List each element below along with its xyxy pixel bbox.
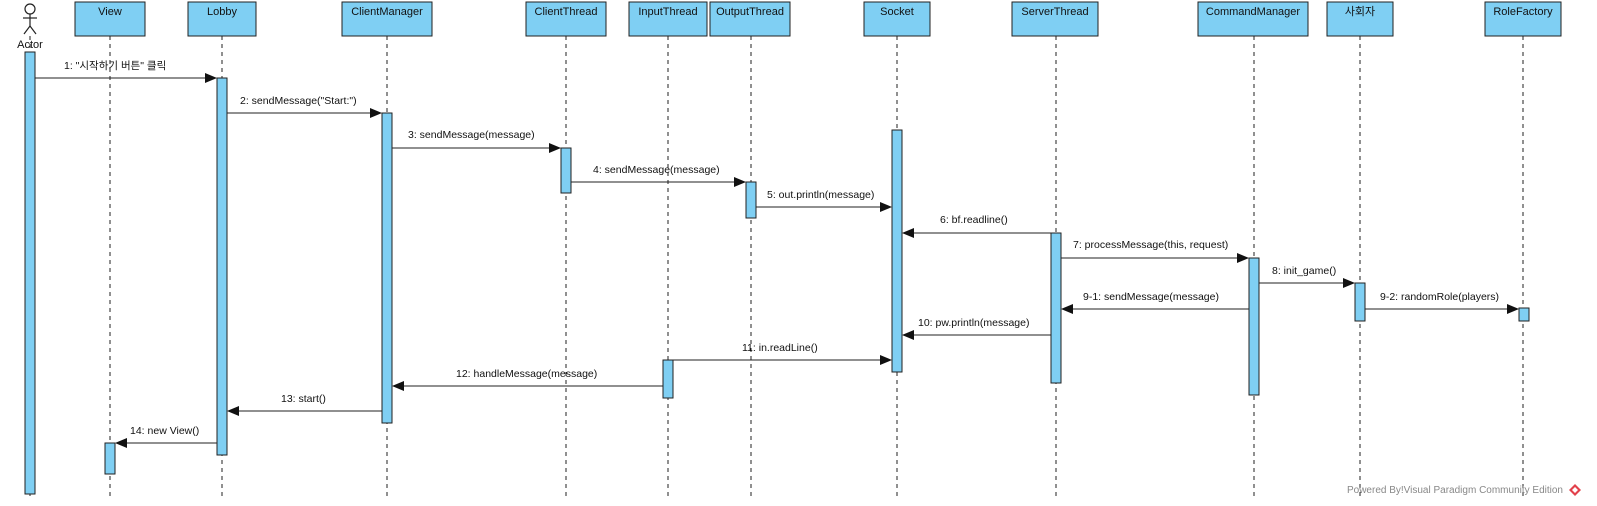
message-5: 5: out.println(message) [756, 189, 892, 212]
activation-rolefactory [1518, 307, 1530, 322]
message-4: 4: sendMessage(message) [571, 164, 746, 187]
activation-host [1354, 282, 1366, 322]
participant-label-clientthread: ClientThread [535, 6, 598, 18]
participant-label-rolefactory: RoleFactory [1493, 6, 1553, 18]
participant-view: View [74, 1, 146, 500]
message-2: 2: sendMessage("Start:") [227, 95, 382, 118]
participant-box-lobby [187, 1, 257, 37]
activation-clientthread [560, 147, 572, 194]
message-9-1: 9-1: sendMessage(message) [1061, 291, 1249, 314]
participant-label-host: 사회자 [1345, 5, 1375, 18]
participant-box-host [1326, 1, 1394, 37]
message-label: 8: init_game() [1272, 265, 1336, 277]
message-1: 1: "시작하기 버튼" 클릭 [35, 59, 217, 83]
participant-label-clientmanager: ClientManager [351, 6, 423, 18]
activation-clientmanager [381, 112, 393, 424]
participant-inputthread: InputThread [628, 1, 708, 500]
message-label: 9-1: sendMessage(message) [1083, 291, 1219, 303]
message-label: 9-2: randomRole(players) [1380, 291, 1499, 303]
message-label: 10: pw.println(message) [918, 317, 1029, 329]
participant-label-lobby: Lobby [207, 6, 237, 18]
participant-lobby: Lobby [187, 1, 257, 500]
message-9-2: 9-2: randomRole(players) [1365, 291, 1519, 314]
message-7: 7: processMessage(this, request) [1061, 239, 1249, 263]
participant-box-clientthread [525, 1, 607, 37]
participant-label-view: View [98, 6, 122, 18]
participant-label-inputthread: InputThread [638, 6, 697, 18]
actor-icon [23, 3, 37, 35]
message-label: 11: in.readLine() [742, 342, 818, 354]
participant-box-inputthread [628, 1, 708, 37]
participant-actor: Actor [17, 3, 43, 500]
visual-paradigm-logo-icon [1569, 484, 1581, 496]
participant-label-outputthread: OutputThread [716, 6, 784, 18]
powered-by-text: Powered By!Visual Paradigm Community Edi… [1346, 484, 1563, 496]
participant-label-actor: Actor [17, 39, 43, 51]
participant-box-view [74, 1, 146, 37]
message-3: 3: sendMessage(message) [392, 129, 561, 153]
message-label: 5: out.println(message) [767, 189, 874, 201]
activation-commandmanager [1248, 257, 1260, 396]
participant-box-commandmanager [1197, 1, 1309, 37]
activation-lobby [216, 77, 228, 456]
activation-inputthread [662, 359, 674, 399]
participant-serverthread: ServerThread [1011, 1, 1099, 500]
participant-label-socket: Socket [880, 6, 914, 18]
participant-socket: Socket [863, 1, 931, 500]
message-11: 11: in.readLine() [673, 342, 892, 365]
message-label: 1: "시작하기 버튼" 클릭 [64, 59, 166, 72]
participant-box-outputthread [709, 1, 791, 37]
participant-clientmanager: ClientManager [341, 1, 433, 500]
participant-host: 사회자 [1326, 1, 1394, 500]
participant-rolefactory: RoleFactory [1484, 1, 1562, 500]
message-14: 14: new View() [115, 425, 217, 448]
message-6: 6: bf.readline() [902, 214, 1051, 238]
message-label: 2: sendMessage("Start:") [240, 95, 357, 107]
message-8: 8: init_game() [1259, 265, 1355, 288]
participant-commandmanager: CommandManager [1197, 1, 1309, 500]
participant-box-socket [863, 1, 931, 37]
message-label: 4: sendMessage(message) [593, 164, 720, 176]
activation-actor [24, 51, 36, 495]
activation-view [104, 442, 116, 475]
message-label: 12: handleMessage(message) [456, 368, 597, 380]
message-13: 13: start() [227, 393, 382, 416]
activation-socket [891, 129, 903, 373]
participant-clientthread: ClientThread [525, 1, 607, 500]
message-label: 7: processMessage(this, request) [1073, 239, 1228, 251]
participant-label-serverthread: ServerThread [1021, 6, 1088, 18]
participant-label-commandmanager: CommandManager [1206, 6, 1300, 18]
participant-outputthread: OutputThread [709, 1, 791, 500]
message-label: 6: bf.readline() [940, 214, 1008, 226]
participant-box-rolefactory [1484, 1, 1562, 37]
message-10: 10: pw.println(message) [902, 317, 1051, 340]
message-label: 13: start() [281, 393, 326, 405]
powered-by-footer: Powered By!Visual Paradigm Community Edi… [1347, 484, 1581, 496]
message-label: 3: sendMessage(message) [408, 129, 535, 141]
message-label: 14: new View() [130, 425, 199, 437]
activation-outputthread [745, 181, 757, 219]
message-12: 12: handleMessage(message) [392, 368, 663, 391]
participant-box-clientmanager [341, 1, 433, 37]
activation-serverthread [1050, 232, 1062, 384]
participant-box-serverthread [1011, 1, 1099, 37]
